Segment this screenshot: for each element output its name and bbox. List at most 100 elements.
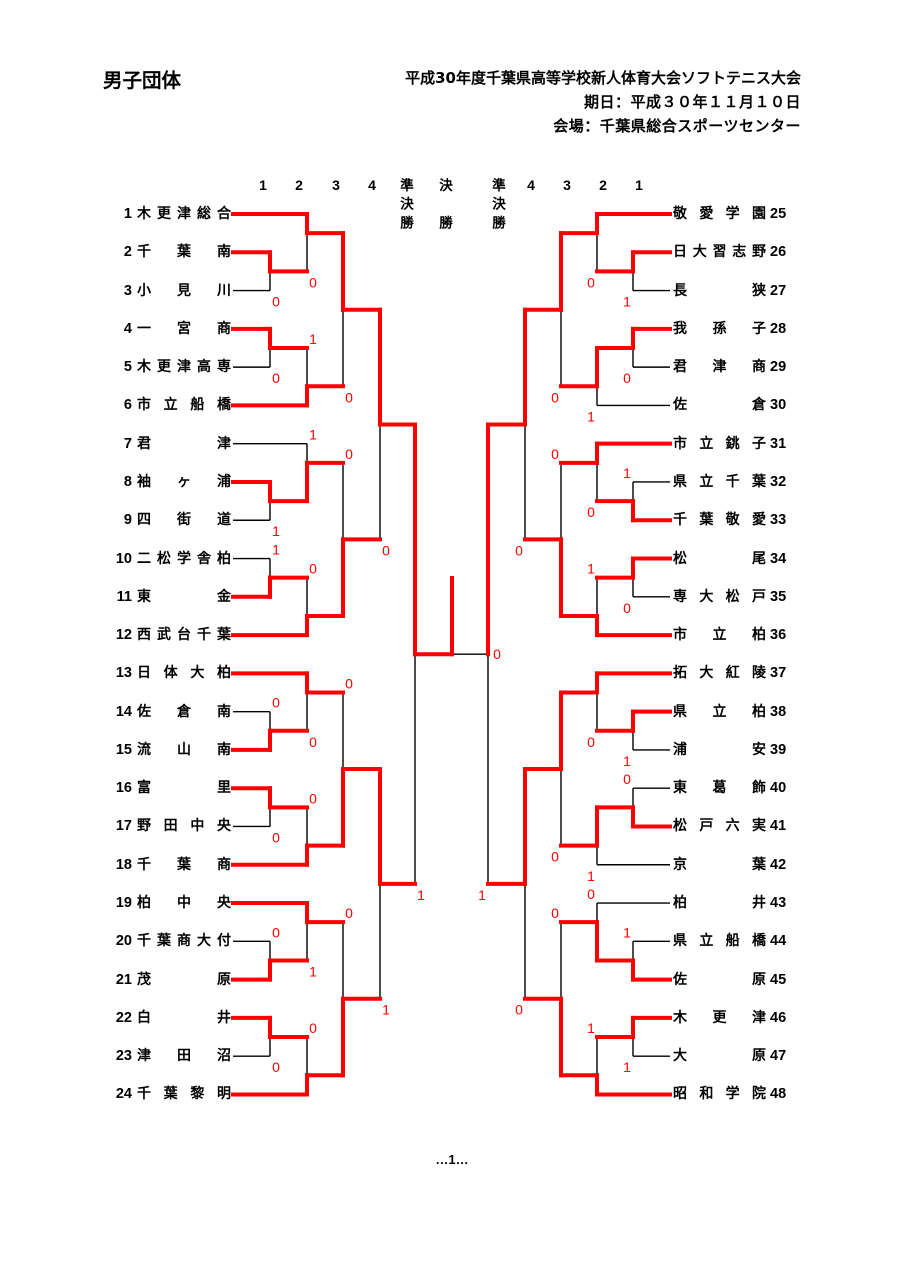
team-seed: 9 <box>123 512 132 529</box>
match-score: 1 <box>623 294 631 310</box>
team-seed: 20 <box>115 933 132 950</box>
team-seed: 12 <box>115 627 132 644</box>
team-name: 京葉 <box>673 856 766 873</box>
match-score: 0 <box>587 504 595 520</box>
round-header-left-1: 1 <box>259 177 267 193</box>
team-name: 東葛飾 <box>673 780 766 797</box>
team-entry: 15 流山南 <box>0 740 905 760</box>
match-score: 0 <box>493 646 501 662</box>
match-score: 0 <box>623 600 631 616</box>
team-name: 市立柏 <box>673 627 766 644</box>
round-header-right-3: 3 <box>563 177 571 193</box>
team-name: 千葉商 <box>137 856 231 873</box>
team-name: 佐倉南 <box>137 703 231 720</box>
team-seed: 46 <box>770 1009 787 1026</box>
match-score: 1 <box>587 1020 595 1036</box>
match-score: 0 <box>587 734 595 750</box>
team-name: 柏中央 <box>137 895 231 912</box>
team-seed: 16 <box>115 780 132 797</box>
team-name: 佐倉 <box>673 397 766 414</box>
match-score: 1 <box>587 408 595 424</box>
match-score: 0 <box>382 542 390 558</box>
team-name: 県立船橋 <box>673 933 766 950</box>
team-entry: 7 君津 <box>0 434 905 454</box>
team-name: 一宮商 <box>137 320 231 337</box>
team-seed: 23 <box>115 1048 132 1065</box>
match-score: 0 <box>623 370 631 386</box>
team-name: 木更津 <box>673 1009 766 1026</box>
match-score: 1 <box>417 887 425 903</box>
team-entry: 14 佐倉南 <box>0 702 905 722</box>
round-header-left-3: 3 <box>332 177 340 193</box>
team-seed: 33 <box>770 512 787 529</box>
match-score: 0 <box>551 389 559 405</box>
team-name: 茂原 <box>137 971 231 988</box>
team-seed: 15 <box>115 741 132 758</box>
team-name: 白井 <box>137 1009 231 1026</box>
team-seed: 35 <box>770 588 787 605</box>
match-score: 1 <box>272 542 280 558</box>
team-name: 日大習志野 <box>673 244 766 261</box>
match-score: 0 <box>309 734 317 750</box>
team-seed: 47 <box>770 1048 787 1065</box>
team-name: 二松学舎柏 <box>137 550 231 567</box>
team-name: 流山南 <box>137 741 231 758</box>
team-name: 市立船橋 <box>137 397 231 414</box>
team-name: 浦安 <box>673 741 766 758</box>
team-seed: 14 <box>115 703 132 720</box>
tournament-title: 平成30年度千葉県高等学校新人体育大会ソフトテニス大会 <box>405 69 801 87</box>
team-seed: 31 <box>770 435 787 452</box>
team-name: 小見川 <box>137 282 231 299</box>
round-header-left-4: 4 <box>368 177 376 193</box>
team-seed: 40 <box>770 780 787 797</box>
match-score: 0 <box>272 829 280 845</box>
match-score: 0 <box>272 695 280 711</box>
team-seed: 44 <box>770 933 787 950</box>
team-name: 君津 <box>137 435 231 452</box>
tournament-date: 期日：平成３０年１１月１０日 <box>583 93 801 111</box>
team-seed: 27 <box>770 282 787 299</box>
tournament-venue: 会場：千葉県総合スポーツセンター <box>553 117 801 135</box>
team-seed: 38 <box>770 703 787 720</box>
team-seed: 7 <box>123 435 132 452</box>
match-score: 0 <box>345 389 353 405</box>
match-score: 0 <box>309 790 317 806</box>
team-name: 津田沼 <box>137 1048 231 1065</box>
team-seed: 30 <box>770 397 787 414</box>
team-seed: 24 <box>115 1086 132 1103</box>
match-score: 0 <box>309 1020 317 1036</box>
round-header-left-2: 2 <box>295 177 303 193</box>
team-seed: 2 <box>123 244 132 261</box>
team-seed: 3 <box>123 282 132 299</box>
match-score: 0 <box>515 1002 523 1018</box>
match-score: 1 <box>587 561 595 577</box>
team-seed: 11 <box>116 588 132 605</box>
match-score: 0 <box>345 676 353 692</box>
team-name: 昭和学院 <box>673 1086 766 1103</box>
team-name: 市立銚子 <box>673 435 766 452</box>
match-score: 0 <box>623 771 631 787</box>
team-seed: 17 <box>115 818 132 835</box>
